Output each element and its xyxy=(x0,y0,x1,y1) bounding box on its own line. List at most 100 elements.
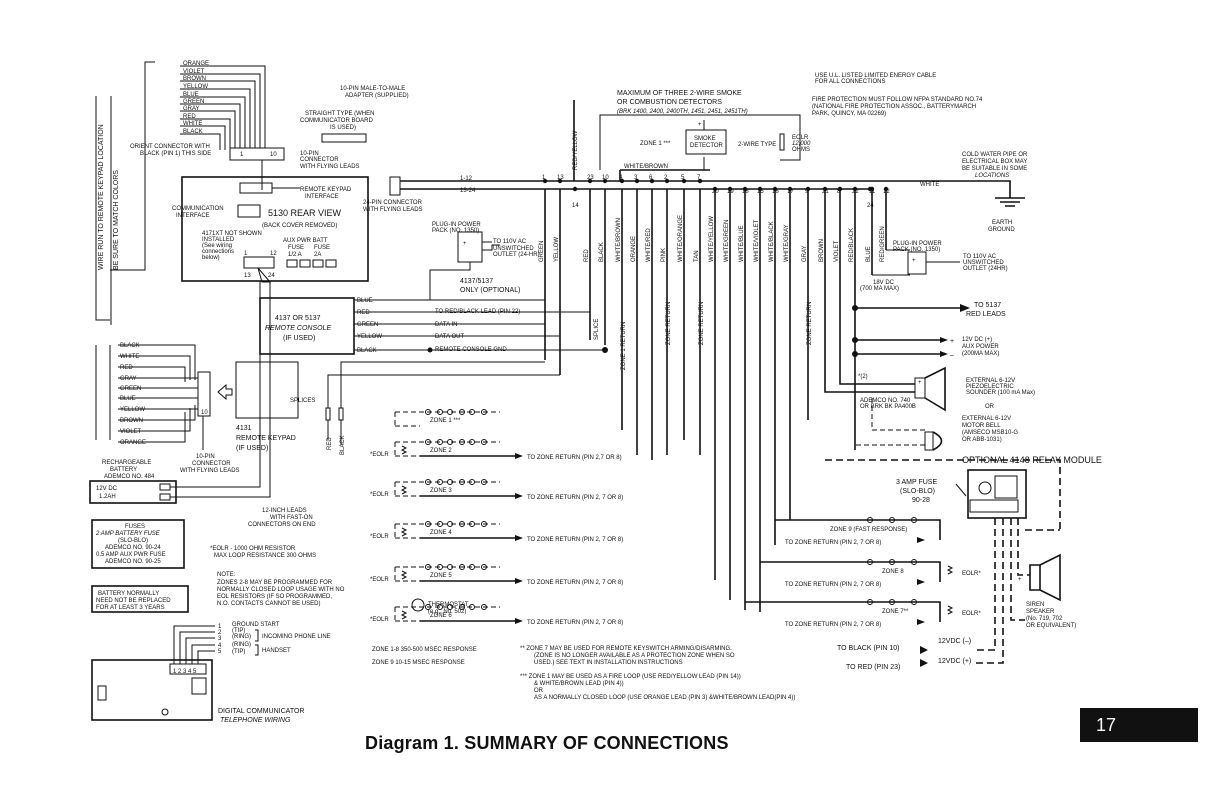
smoke-eolr-1: EOLR xyxy=(792,135,809,141)
bell-1: EXTERNAL 6-12V xyxy=(962,416,1011,422)
straight-note-1: STRAIGHT TYPE (WHEN xyxy=(305,111,374,117)
siren-3: (No. 719, 702 xyxy=(1026,616,1063,622)
contact xyxy=(425,564,431,570)
main-note-3: EOL RESISTORS (IF SO PROGRAMMED, xyxy=(217,594,332,600)
terminal-block xyxy=(243,256,275,269)
kp-name-1: 4131 xyxy=(236,425,252,432)
battery-terminal-neg xyxy=(159,493,171,501)
adapter-note-2: ADAPTER (SUPPLIED) xyxy=(345,93,409,99)
relay-terminals xyxy=(969,499,1019,513)
kp-conn-2: CONNECTOR xyxy=(192,461,231,467)
plug-right-1: PLUG-IN POWER xyxy=(893,241,942,247)
terminal-10: 10 xyxy=(602,175,609,181)
contact xyxy=(447,564,453,570)
right-zone-return-2: TO ZONE RETURN (PIN 2, 7 OR 8) xyxy=(785,622,881,628)
to-5137-2: RED LEADS xyxy=(966,311,1006,318)
lead-label: WHITE/YELLOW xyxy=(709,216,715,262)
right-zone-loop: ZONE 9 (FAST RESPONSE)TO ZONE RETURN (PI… xyxy=(775,517,941,546)
fuse-holder-1 xyxy=(286,259,298,268)
phone-row-5: (TIP) xyxy=(232,649,245,655)
splices-label: SPLICES xyxy=(290,398,315,404)
contact xyxy=(459,479,465,485)
phone-row-4: (RING) xyxy=(232,642,251,648)
plug-right-leads xyxy=(872,249,960,276)
terminal-4: 4 xyxy=(619,175,623,181)
contact xyxy=(481,604,487,610)
console-wire-green: GREEN xyxy=(357,322,378,328)
detector-plus: + xyxy=(698,122,702,128)
optional-2: ONLY (OPTIONAL) xyxy=(460,287,520,294)
contact xyxy=(469,604,475,610)
phone-wiring xyxy=(91,625,259,721)
fuses-3: (SLO-BLO) xyxy=(118,538,148,544)
lead-label: WHITE/GREEN xyxy=(724,220,730,262)
thermostat-icon xyxy=(411,598,425,612)
contact xyxy=(469,564,475,570)
fuse-3a-2: (SLO-BLO) xyxy=(900,488,935,495)
lead-label: GRAY xyxy=(802,245,808,262)
return-label-2: ZONE RETURN xyxy=(666,302,672,345)
kp-name-2: REMOTE KEYPAD xyxy=(236,435,296,442)
zones-right: ZONE 9 (FAST RESPONSE)TO ZONE RETURN (PI… xyxy=(745,517,981,628)
keypad-wires xyxy=(118,344,198,443)
straight-note-2: COMMUNICATOR BOARD xyxy=(300,118,373,124)
kp-red: RED xyxy=(327,437,333,450)
panel-pin-12: 12 xyxy=(270,251,277,257)
console-wire-yellow: YELLOW xyxy=(357,334,382,340)
battery-3: ADEMCO NO. 484 xyxy=(104,474,155,480)
thermostat-2: (e.g., No. 502) xyxy=(428,609,466,615)
zone-eolr-6: *EOLR xyxy=(370,617,389,623)
phone-pin-3: 3 xyxy=(218,636,222,642)
contact xyxy=(447,604,453,610)
main-note-4: N.O. CONTACTS CANNOT BE USED) xyxy=(217,601,320,607)
plug-left-out-2: UNSWITCHED xyxy=(493,246,534,252)
console-sig-4: REMOTE CONSOLE GND xyxy=(435,347,507,353)
siren-icon xyxy=(1029,553,1061,602)
aux-3: (200MA MAX) xyxy=(962,351,999,357)
ul-note-2: FOR ALL CONNECTIONS xyxy=(815,79,885,85)
bell-2: MOTOR BELL xyxy=(962,423,1001,429)
smoke-red-yellow: RED/YELLOW xyxy=(573,130,579,170)
contact xyxy=(481,564,487,570)
kp-wire-black: BLACK xyxy=(120,343,140,349)
terminal-dot xyxy=(587,178,593,184)
adapter-note-1: 10-PIN MALE-TO-MALE xyxy=(340,86,405,92)
ground-white: WHITE xyxy=(920,182,939,188)
kp-wire-blue: BLUE xyxy=(120,396,136,402)
smoke-zone-label: ZONE 1 *** xyxy=(640,141,671,147)
side-bracket xyxy=(95,96,112,325)
terminal-2: 2 xyxy=(664,175,668,181)
contact xyxy=(911,517,917,523)
kp-wire-orange: ORANGE xyxy=(120,440,146,446)
keypad-splice-wires xyxy=(327,361,560,445)
lead-label: WHITE/ORANGE xyxy=(678,215,684,262)
zone-return-3: TO ZONE RETURN (PIN 2, 7 OR 8) xyxy=(527,495,623,501)
response-1: ZONE 1-8 350-500 MSEC RESPONSE xyxy=(372,647,477,653)
lead-label: WHITE/VIOLET xyxy=(754,219,760,262)
pin-24-leader xyxy=(257,267,272,283)
console-name-1: 4137 OR 5137 xyxy=(275,315,321,322)
wire-gray: GRAY xyxy=(183,106,200,112)
conn24-note-1: 24-PIN CONNECTOR xyxy=(363,200,423,206)
zone-return-2: TO ZONE RETURN (PIN 2,7 OR 8) xyxy=(527,455,622,461)
footnote-2: (ZONE IS NO LONGER AVAILABLE AS A PROTEC… xyxy=(534,653,735,659)
lead-label: BROWN xyxy=(819,239,825,262)
aux-arrows xyxy=(940,337,948,357)
plug-right-plus: + xyxy=(912,258,916,264)
fuse-1: FUSE xyxy=(288,245,304,251)
battery xyxy=(89,480,177,504)
fuses-1: FUSES xyxy=(125,524,145,530)
contact xyxy=(889,599,895,605)
panel-pin-13: 13 xyxy=(244,273,251,279)
aux-pwr-batt: AUX PWR BATT xyxy=(283,238,328,244)
to-5137-arrow xyxy=(960,304,970,312)
lead-label: BLACK xyxy=(599,242,605,262)
cold-water-3: BE SUITABLE IN SOME xyxy=(962,166,1027,172)
console-wire-red: RED xyxy=(357,310,370,316)
zone-label-1: ZONE 1 *** xyxy=(430,418,461,424)
diagram-title: Diagram 1. SUMMARY OF CONNECTIONS xyxy=(365,733,729,753)
bnote-2: NEED NOT BE REPLACED xyxy=(96,598,171,604)
fuses-4: ADEMCO NO. 90-24 xyxy=(105,545,161,551)
keypad-connector xyxy=(197,371,211,417)
